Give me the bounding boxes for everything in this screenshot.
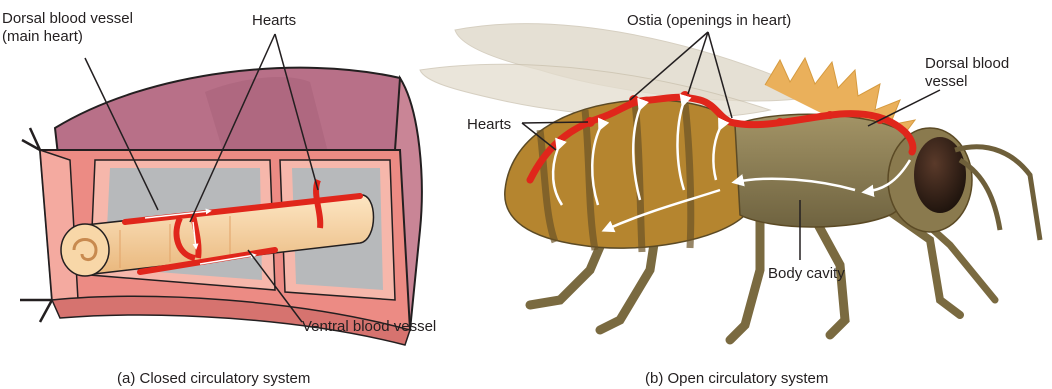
label-hearts-b: Hearts — [467, 116, 511, 133]
label-main-heart: (main heart) — [2, 28, 83, 45]
label-ostia: Ostia (openings in heart) — [627, 12, 791, 29]
caption-open-circulatory-system: (b) Open circulatory system — [645, 370, 828, 387]
label-body-cavity: Body cavity — [768, 265, 845, 282]
label-dorsal-blood-vessel: Dorsal blood vessel — [2, 10, 133, 27]
label-dorsal-blood-vessel-b: Dorsal blood — [925, 55, 1009, 72]
earthworm-section-illustration — [20, 68, 422, 345]
label-ventral-blood-vessel: Ventral blood vessel — [302, 318, 436, 335]
caption-closed-circulatory-system: (a) Closed circulatory system — [117, 370, 310, 387]
label-hearts-a: Hearts — [252, 12, 296, 29]
label-vessel-b: vessel — [925, 73, 968, 90]
